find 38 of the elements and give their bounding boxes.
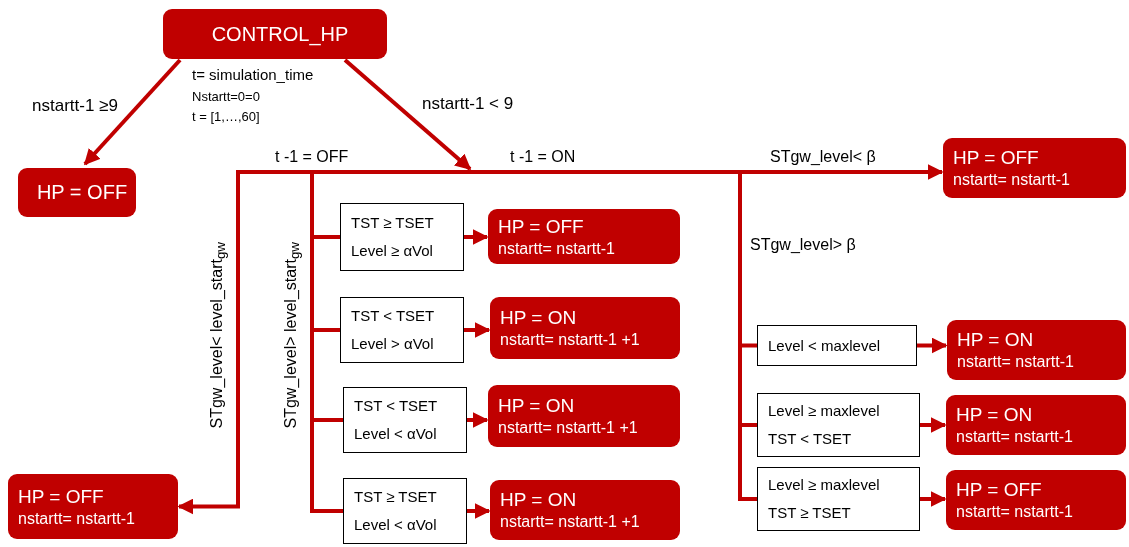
branch-bar xyxy=(236,170,742,174)
state-box: HP = OFF nstartt= nstartt-1 xyxy=(488,209,680,264)
condition-box: TST < TSET Level < αVol xyxy=(343,387,467,453)
arrow xyxy=(920,491,947,507)
branch-label: STgw_level> β xyxy=(750,236,856,254)
condition-box: Level ≥ maxlevel TST < TSET xyxy=(757,393,920,457)
connector-line xyxy=(738,174,757,501)
state-box: HP = OFF nstartt= nstartt-1 xyxy=(946,470,1126,530)
state-box: HP = ON nstartt= nstartt-1 +1 xyxy=(488,385,680,447)
arrow xyxy=(464,322,491,338)
arrow xyxy=(177,174,240,515)
arrow xyxy=(742,164,944,180)
state-box: CONTROL_HP xyxy=(163,9,387,59)
branch-label: t -1 = ON xyxy=(510,148,576,166)
note-text: t= simulation_time xyxy=(192,66,314,83)
arrow xyxy=(917,337,948,354)
note-text: t = [1,…,60] xyxy=(192,109,260,124)
branch-label: t -1 = OFF xyxy=(275,148,349,166)
arrow xyxy=(467,503,491,519)
arrow xyxy=(464,229,489,245)
arrow xyxy=(920,417,947,433)
note-text: Nstartt=0=0 xyxy=(192,89,260,104)
state-box: HP = OFF xyxy=(18,168,136,217)
edge-label: STgw_level< β xyxy=(768,148,878,166)
condition-box: TST ≥ TSET Level ≥ αVol xyxy=(340,203,464,271)
arrow xyxy=(343,58,472,171)
arrow xyxy=(83,58,182,166)
condition-box: TST ≥ TSET Level < αVol xyxy=(343,478,467,544)
state-box: HP = ON nstartt= nstartt-1 xyxy=(947,320,1126,380)
state-box: HP = OFF nstartt= nstartt-1 xyxy=(8,474,178,539)
arrow xyxy=(467,412,489,428)
state-box: HP = ON nstartt= nstartt-1 +1 xyxy=(490,297,680,359)
state-box: HP = ON nstartt= nstartt-1 xyxy=(946,395,1126,455)
condition-box: Level < maxlevel xyxy=(757,325,917,366)
state-box: HP = OFF nstartt= nstartt-1 xyxy=(943,138,1126,198)
condition-box: Level ≥ maxlevel TST ≥ TSET xyxy=(757,467,920,531)
state-box: HP = ON nstartt= nstartt-1 +1 xyxy=(490,480,680,540)
condition-box: TST < TSET Level > αVol xyxy=(340,297,464,363)
